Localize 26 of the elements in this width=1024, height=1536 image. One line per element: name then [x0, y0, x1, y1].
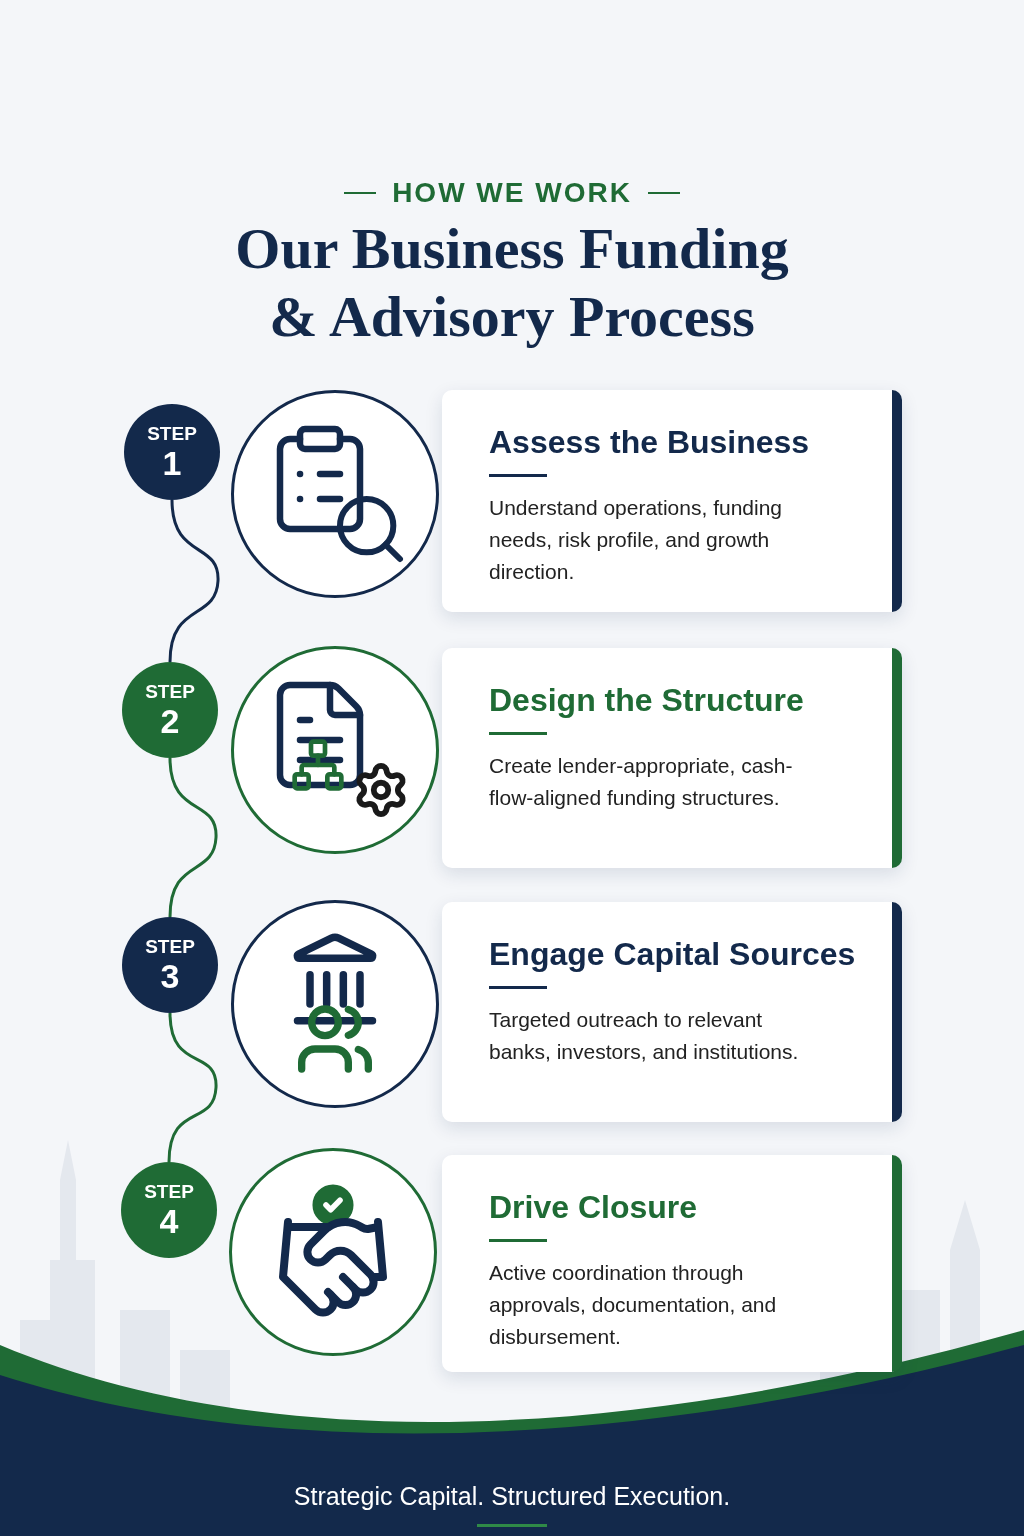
connector-line — [168, 757, 218, 918]
card-description: Targeted outreach to relevant banks, investors, and institutions. — [489, 1007, 799, 1065]
card-heading: Assess the Business — [489, 423, 810, 462]
footer-tagline: Strategic Capital. Structured Execution. — [293, 1481, 731, 1512]
step-number: 3 — [160, 958, 180, 994]
step-label: STEP — [144, 1181, 194, 1203]
step-number: 4 — [159, 1203, 179, 1239]
step-number: 2 — [160, 703, 180, 739]
step-card — [442, 390, 902, 612]
card-heading: Drive Closure — [489, 1188, 698, 1227]
step-card — [442, 648, 902, 868]
step-number: 1 — [162, 445, 182, 481]
card-description: Understand operations, funding needs, risk profile, and growth direction. — [489, 495, 784, 585]
title: Our Business Funding & Advisory Process — [234, 215, 790, 351]
step-label: STEP — [147, 423, 197, 445]
step-label: STEP — [145, 681, 195, 703]
card-description: Active coordination through approvals, documentation, and disbursement. — [489, 1260, 778, 1350]
card-heading: Engage Capital Sources — [489, 935, 856, 974]
connector-line — [167, 1012, 218, 1163]
card-heading: Design the Structure — [489, 681, 804, 720]
step-card — [442, 902, 902, 1122]
connector-line — [168, 499, 220, 663]
step-label: STEP — [145, 936, 195, 958]
kicker-heading: HOW WE WORK — [392, 176, 632, 210]
step-card — [442, 1155, 902, 1372]
card-description: Create lender-appropriate, cash-flow-aligned funding structures. — [489, 753, 794, 811]
